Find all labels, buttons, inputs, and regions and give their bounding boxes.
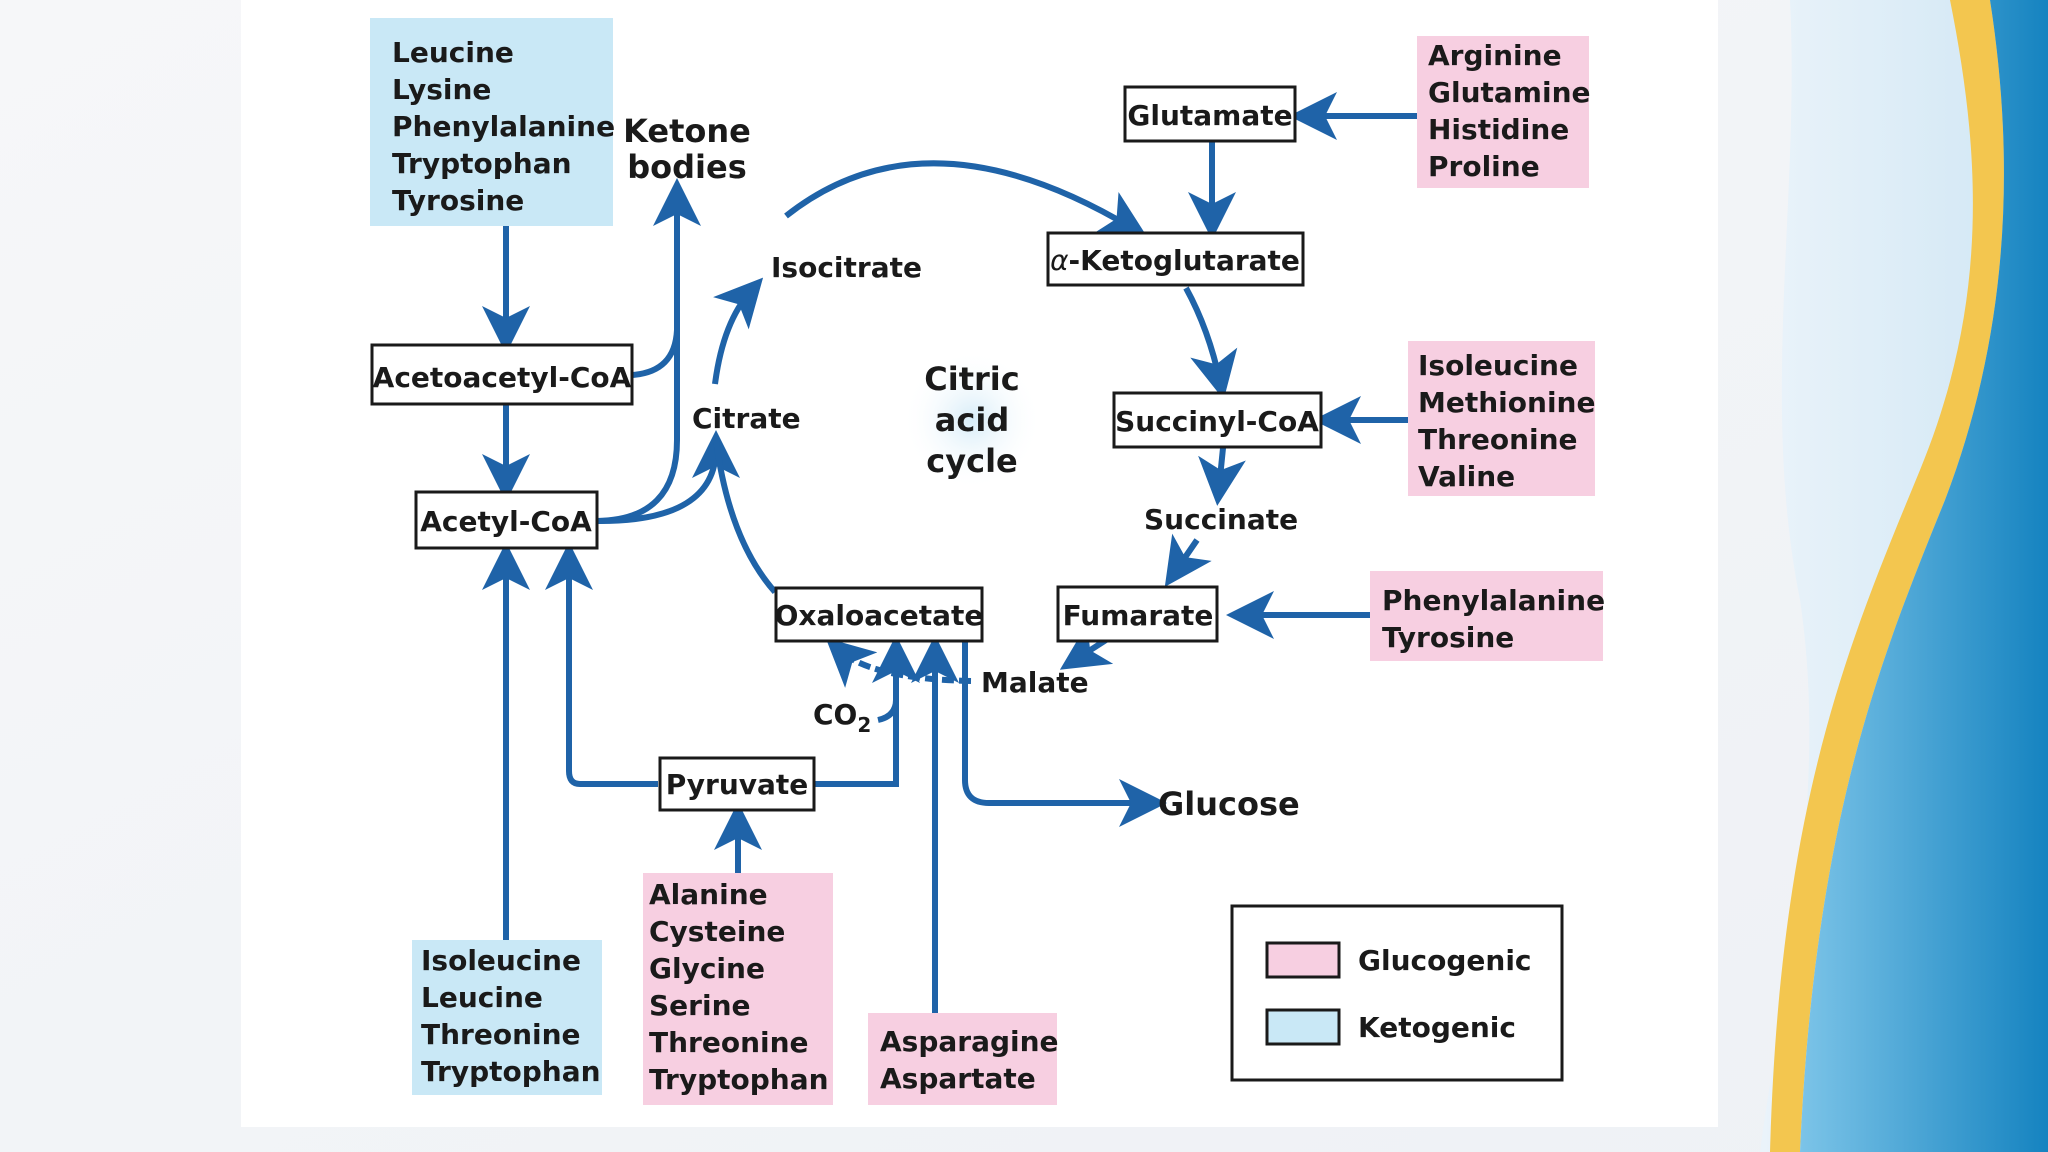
acetoacetyl-coa-label: Acetoacetyl-CoA [373, 361, 632, 394]
list-item: Threonine [1418, 423, 1578, 456]
list-fumarate-sources: Phenylalanine Tyrosine [1382, 584, 1605, 654]
pyruvate-label: Pyruvate [666, 768, 809, 801]
list-item: Threonine [421, 1018, 581, 1051]
list-item: Isoleucine [421, 944, 581, 977]
list-item: Leucine [392, 36, 514, 69]
legend-swatch-ketogenic [1265, 1008, 1341, 1046]
list-succinyl-sources: Isoleucine Methionine Threonine Valine [1418, 349, 1595, 493]
node-fumarate: Fumarate [1056, 585, 1219, 643]
succinate-label: Succinate [1144, 503, 1298, 536]
list-item: Valine [1418, 460, 1515, 493]
arrow-succinate-to-fumarate [1164, 533, 1212, 587]
arrow-acetoacetyl-to-ketone [631, 178, 701, 378]
amino-acid-catabolism-diagram: Acetoacetyl-CoA Acetyl-CoA Glutamate α-K… [370, 18, 1605, 1105]
arrow-co2-into-oxaloacetate [877, 699, 899, 723]
node-alpha-ketoglutarate: α-Ketoglutarate [1046, 231, 1305, 287]
glucose-label: Glucose [1158, 785, 1300, 823]
list-item: Leucine [421, 981, 543, 1014]
fumarate-sources-box [1370, 571, 1603, 661]
legend-label-ketogenic: Ketogenic [1358, 1011, 1516, 1044]
succinyl-sources-box [1408, 341, 1595, 496]
glutamate-sources-box [1417, 36, 1589, 188]
svg-text:Citric: Citric [924, 360, 1019, 398]
list-item: Threonine [649, 1026, 809, 1059]
ketogenic-top-box [370, 18, 613, 226]
glutamate-label: Glutamate [1127, 99, 1292, 132]
list-item: Phenylalanine [1382, 584, 1605, 617]
citrate-label: Citrate [692, 402, 801, 435]
list-item: Tryptophan [421, 1055, 601, 1088]
svg-text:cycle: cycle [926, 442, 1017, 480]
list-item: Cysteine [649, 915, 785, 948]
list-item: Serine [649, 989, 751, 1022]
malate-label: Malate [981, 666, 1089, 699]
arrows [482, 92, 1417, 1013]
arrow-isocitrate-to-ketoglutarate [784, 160, 1148, 238]
list-item: Tyrosine [392, 184, 524, 217]
acetyl-coa-label: Acetyl-CoA [420, 505, 592, 538]
list-item: Histidine [1428, 113, 1569, 146]
list-item: Glycine [649, 952, 765, 985]
list-item: Tyrosine [1382, 621, 1514, 654]
svg-text:acid: acid [935, 401, 1009, 439]
isocitrate-label: Isocitrate [771, 251, 922, 284]
arrow-pyruvate-to-acetyl [545, 542, 658, 787]
arrow-citrate-to-isocitrate [712, 277, 764, 385]
list-ketogenic-bottom: Isoleucine Leucine Threonine Tryptophan [421, 944, 601, 1088]
legend-label-glucogenic: Glucogenic [1358, 944, 1532, 977]
list-item: Proline [1428, 150, 1540, 183]
co2-label: CO2 [813, 698, 871, 737]
list-item: Alanine [649, 878, 768, 911]
arrow-ketoglutarate-to-succinyl [1183, 286, 1238, 400]
node-oxaloacetate: Oxaloacetate [774, 586, 984, 643]
pyruvate-sources-box [643, 873, 833, 1105]
oxaloacetate-label: Oxaloacetate [775, 599, 984, 632]
list-item: Lysine [392, 73, 491, 106]
list-item: Methionine [1418, 386, 1595, 419]
list-item: Glutamine [1428, 76, 1591, 109]
wave-yellow [1770, 0, 2004, 1152]
alpha-ketoglutarate-label: α-Ketoglutarate [1050, 244, 1300, 277]
succinyl-coa-label: Succinyl-CoA [1115, 405, 1319, 438]
list-pyruvate-sources: Alanine Cysteine Glycine Serine Threonin… [649, 878, 829, 1096]
node-acetyl-coa: Acetyl-CoA [414, 490, 599, 550]
list-item: Tryptophan [392, 147, 572, 180]
arrow-oxaloacetate-to-glucose [962, 641, 1167, 827]
legend-swatch-glucogenic [1265, 941, 1341, 979]
list-item: Aspartate [880, 1062, 1036, 1095]
list-oxaloacetate-sources: Asparagine Aspartate [880, 1025, 1059, 1095]
node-glutamate: Glutamate [1123, 85, 1297, 143]
list-glutamate-sources: Arginine Glutamine Histidine Proline [1428, 39, 1591, 183]
list-item: Asparagine [880, 1025, 1059, 1058]
list-item: Arginine [1428, 39, 1562, 72]
node-acetoacetyl-coa: Acetoacetyl-CoA [370, 343, 634, 406]
list-item: Isoleucine [1418, 349, 1578, 382]
legend: Glucogenic Ketogenic [1230, 904, 1564, 1082]
list-item: Phenylalanine [392, 110, 615, 143]
ketone-label-line2: bodies [627, 148, 747, 186]
list-ketogenic-top: Leucine Lysine Phenylalanine Tryptophan … [392, 36, 615, 217]
figure-panel: Acetoacetyl-CoA Acetyl-CoA Glutamate α-K… [241, 0, 1718, 1127]
fumarate-label: Fumarate [1063, 599, 1214, 632]
node-succinyl-coa: Succinyl-CoA [1112, 391, 1323, 449]
arrow-fumarate-to-malate [1059, 623, 1114, 670]
citric-acid-cycle-label: Citric acid cycle [924, 360, 1019, 480]
arrow-malate-to-oxaloacetate [825, 637, 972, 688]
arrow-oxaloacetate-to-citrate [713, 439, 778, 594]
wave-blue [1800, 0, 2048, 1152]
node-pyruvate: Pyruvate [658, 756, 816, 812]
arrow-succinyl-to-succinate [1198, 447, 1246, 506]
arrow-acetyl-to-citrate [596, 430, 740, 525]
ketone-label-line1: Ketone [623, 112, 751, 150]
ketogenic-bottom-box [412, 940, 602, 1095]
oxaloacetate-sources-box [868, 1013, 1057, 1105]
list-item: Tryptophan [649, 1063, 829, 1096]
arrow-pyruvate-to-oxaloacetate [814, 635, 920, 787]
